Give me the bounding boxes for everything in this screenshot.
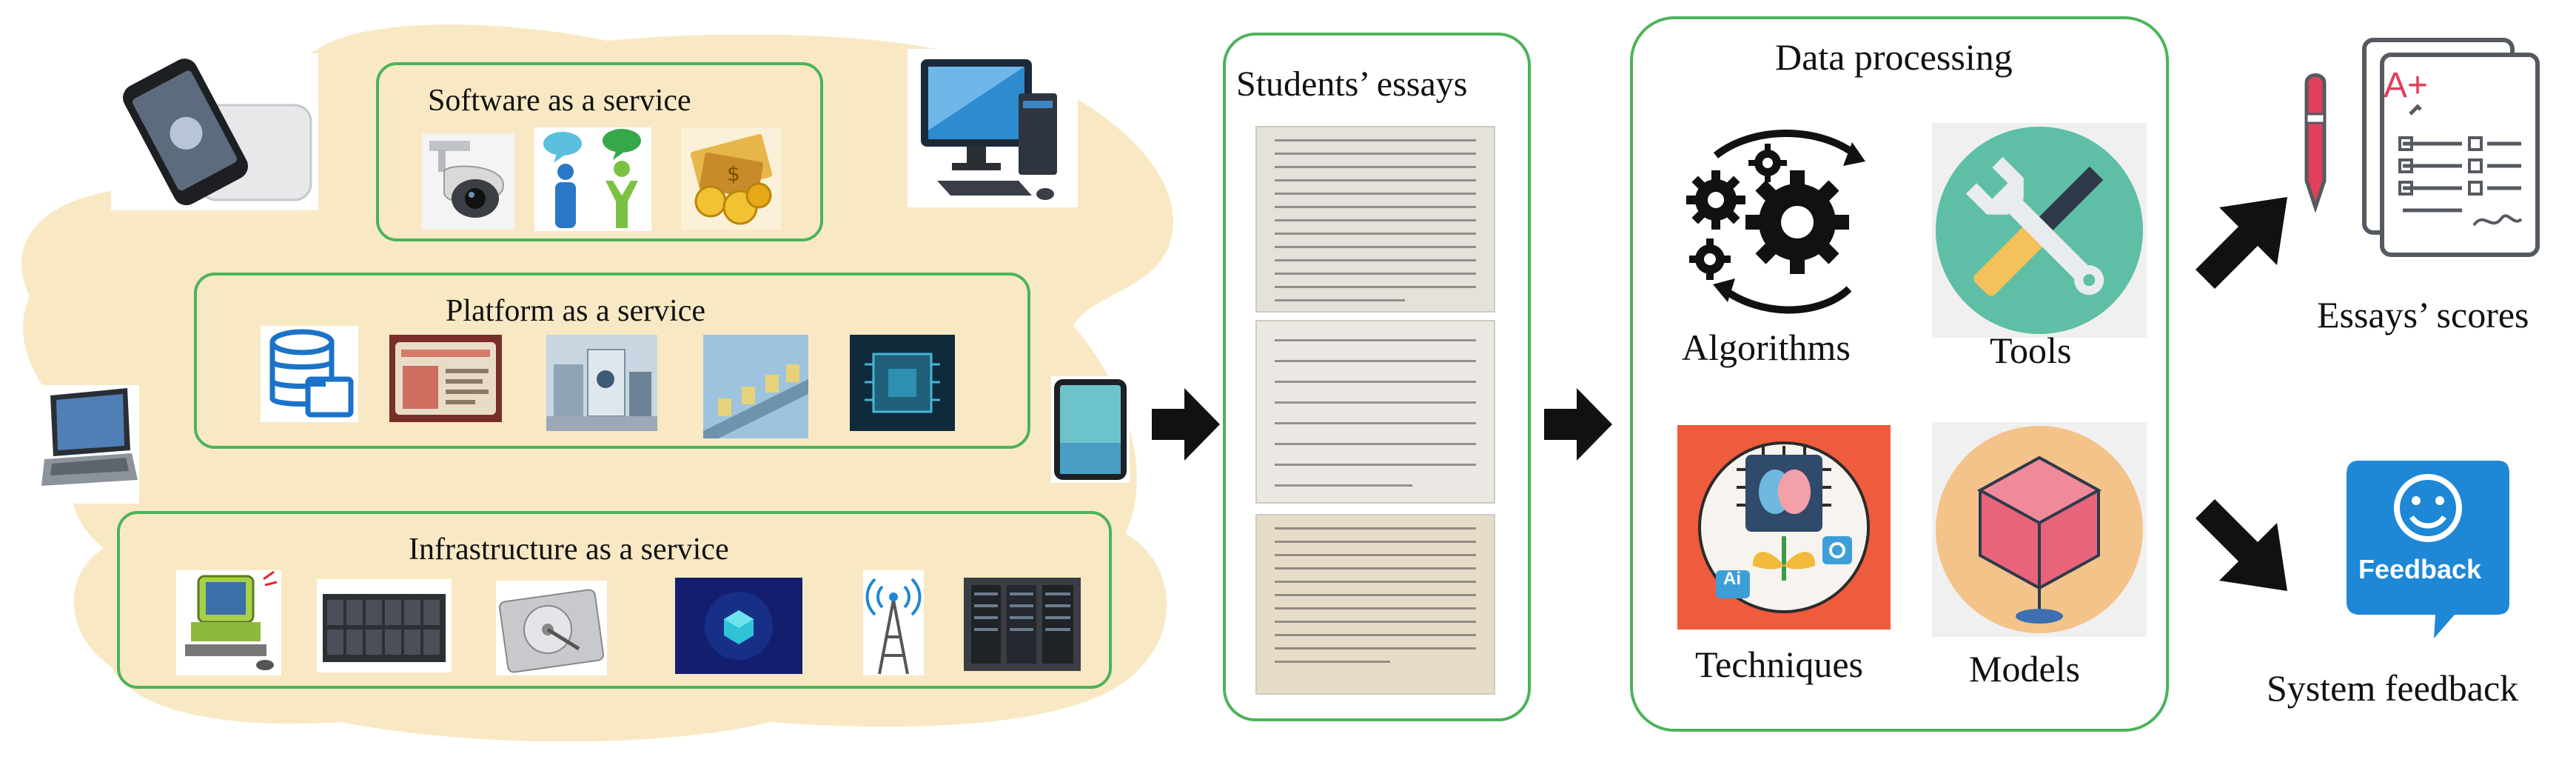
factory-machine-icon	[546, 335, 657, 431]
paas-label: Platform as a service	[446, 294, 706, 328]
arrow-to-essays-icon	[1152, 388, 1220, 461]
graded-essay-icon	[2304, 38, 2540, 257]
feedback-label: System feedback	[2267, 667, 2519, 709]
data-center-icon	[964, 578, 1081, 671]
saas-box	[376, 62, 823, 241]
storage-server-icon	[317, 579, 452, 672]
models-icon	[1932, 422, 2147, 637]
cube-network-icon	[675, 578, 802, 674]
iaas-label: Infrastructure as a service	[409, 532, 729, 567]
arrow-to-feedback-icon	[2196, 499, 2287, 591]
gears-icon	[1686, 130, 1865, 314]
arrow-to-processing-icon	[1544, 388, 1612, 461]
feedback-icon-text: Feedback	[2358, 554, 2482, 584]
smartphone-icon	[111, 53, 318, 210]
tablet-icon	[1051, 376, 1130, 483]
essay-sample-3	[1255, 514, 1495, 695]
scores-grade-text: A+	[2384, 66, 2429, 105]
feedback-icon	[2347, 461, 2509, 638]
svg-text:$: $	[727, 161, 740, 186]
essays-box	[1223, 33, 1531, 721]
database-icon	[261, 326, 358, 422]
saas-label: Software as a service	[428, 84, 691, 118]
paas-box	[194, 273, 1030, 449]
algorithms-label: Algorithms	[1682, 327, 1851, 368]
techniques-icon	[1677, 425, 1891, 630]
security-camera-icon	[422, 133, 514, 230]
scores-label: Essays’ scores	[2317, 294, 2529, 335]
techniques-label: Techniques	[1695, 644, 1863, 685]
id-card-icon	[389, 335, 502, 422]
essay-sample-2	[1255, 320, 1495, 504]
antenna-tower-icon	[863, 570, 924, 675]
conveyor-icon	[703, 335, 808, 438]
iaas-box	[117, 511, 1112, 689]
essays-title: Students’ essays	[1236, 64, 1468, 104]
tools-icon	[1932, 123, 2147, 338]
processing-title: Data processing	[1775, 36, 2013, 78]
money-coins-icon: $	[681, 127, 781, 230]
essay-sample-1	[1255, 126, 1495, 313]
server-chip-icon	[850, 335, 955, 431]
retro-computer-icon	[176, 570, 281, 675]
models-label: Models	[1969, 648, 2080, 689]
people-chat-icon	[534, 127, 651, 231]
hard-drive-icon	[496, 581, 607, 675]
tools-label: Tools	[1990, 330, 2072, 371]
processing-box	[1630, 16, 2169, 732]
arrow-to-scores-icon	[2196, 197, 2287, 289]
laptop-icon	[37, 385, 139, 504]
techniques-ai-text: Ai	[1723, 569, 1741, 589]
desktop-computer-icon	[908, 49, 1078, 207]
